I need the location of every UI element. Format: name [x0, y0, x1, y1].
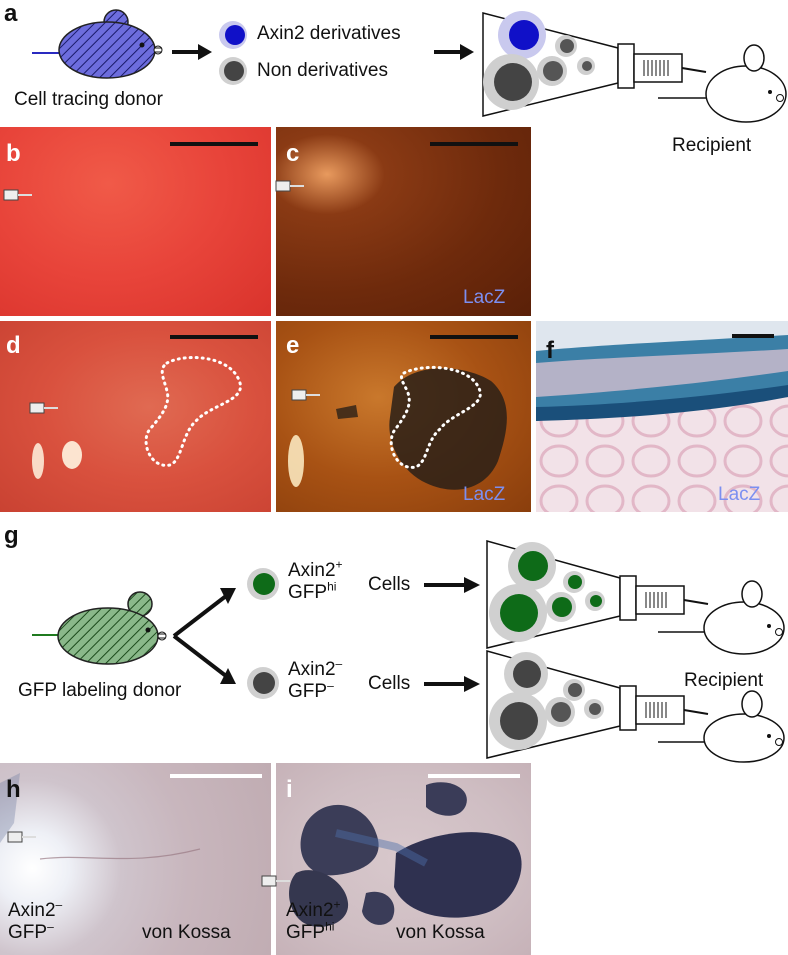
arrow-icon [172, 44, 212, 60]
micrograph-b [0, 127, 271, 316]
panel-label-b: b [6, 140, 21, 167]
syringe-marker-icon [29, 402, 58, 414]
gfp-donor-mouse-icon [32, 591, 167, 665]
scale-bar [428, 774, 520, 778]
arrow-icon [424, 577, 480, 593]
arrow-icon [434, 44, 474, 60]
panel-label-d: d [6, 332, 21, 359]
panel-h-stain: von Kossa [142, 922, 231, 943]
syringe-marker-icon [261, 875, 290, 887]
axin2-derivative-cell-icon [219, 21, 247, 49]
panel-h-genotype: Axin2– GFP– [8, 897, 63, 943]
cells-label-bottom: Cells [368, 673, 411, 694]
legend-axin2-derivatives: Axin2 derivatives [257, 23, 401, 44]
split-arrows-icon [172, 588, 236, 684]
panel-label-i: i [286, 776, 293, 803]
gfp-negative-cell-icon [247, 667, 279, 699]
micrograph-e [276, 321, 531, 512]
micrograph-c [276, 127, 531, 316]
panel-label-f: f [546, 337, 554, 364]
panel-label-h: h [6, 776, 21, 803]
panel-label-g: g [4, 522, 19, 549]
axin2-negative-label: Axin2– GFP– [288, 656, 343, 702]
legend-non-derivatives: Non derivatives [257, 60, 388, 81]
gfp-positive-cell-icon [247, 568, 279, 600]
micrograph-d [0, 321, 271, 512]
scale-bar [732, 334, 774, 338]
syringe-marker-icon [275, 180, 304, 192]
syringe-injection-green-icon [486, 540, 785, 655]
stain-label-f: LacZ [718, 484, 761, 505]
micrograph-f [536, 321, 788, 512]
donor-label-g: GFP labeling donor [18, 680, 182, 701]
scale-bar [170, 335, 258, 339]
micrograph-i [276, 763, 531, 955]
axin2-positive-label: Axin2+ GFPhi [288, 557, 343, 603]
syringe-injection-gray-icon [486, 650, 785, 763]
donor-label-a: Cell tracing donor [14, 89, 163, 110]
panel-label-a: a [4, 0, 18, 27]
panel-i-genotype: Axin2+ GFPhi [286, 897, 341, 943]
micrograph-h [0, 763, 271, 955]
cells-label-top: Cells [368, 574, 411, 595]
non-derivative-cell-icon [219, 57, 247, 85]
panel-i-stain: von Kossa [396, 922, 485, 943]
scale-bar [430, 142, 518, 146]
scale-bar [430, 335, 518, 339]
donor-mouse-icon [32, 9, 163, 79]
recipient-label-a: Recipient [672, 135, 752, 156]
recipient-label-g: Recipient [684, 670, 764, 691]
stain-label-e: LacZ [463, 484, 506, 505]
stain-label-c: LacZ [463, 287, 506, 308]
scale-bar [170, 774, 262, 778]
scale-bar [170, 142, 258, 146]
syringe-marker-icon [291, 389, 320, 401]
arrow-icon [424, 676, 480, 692]
syringe-marker-icon [3, 189, 32, 201]
panel-label-e: e [286, 332, 300, 359]
panel-label-c: c [286, 140, 300, 167]
syringe-injection-icon [482, 11, 787, 123]
syringe-marker-icon [7, 831, 36, 843]
